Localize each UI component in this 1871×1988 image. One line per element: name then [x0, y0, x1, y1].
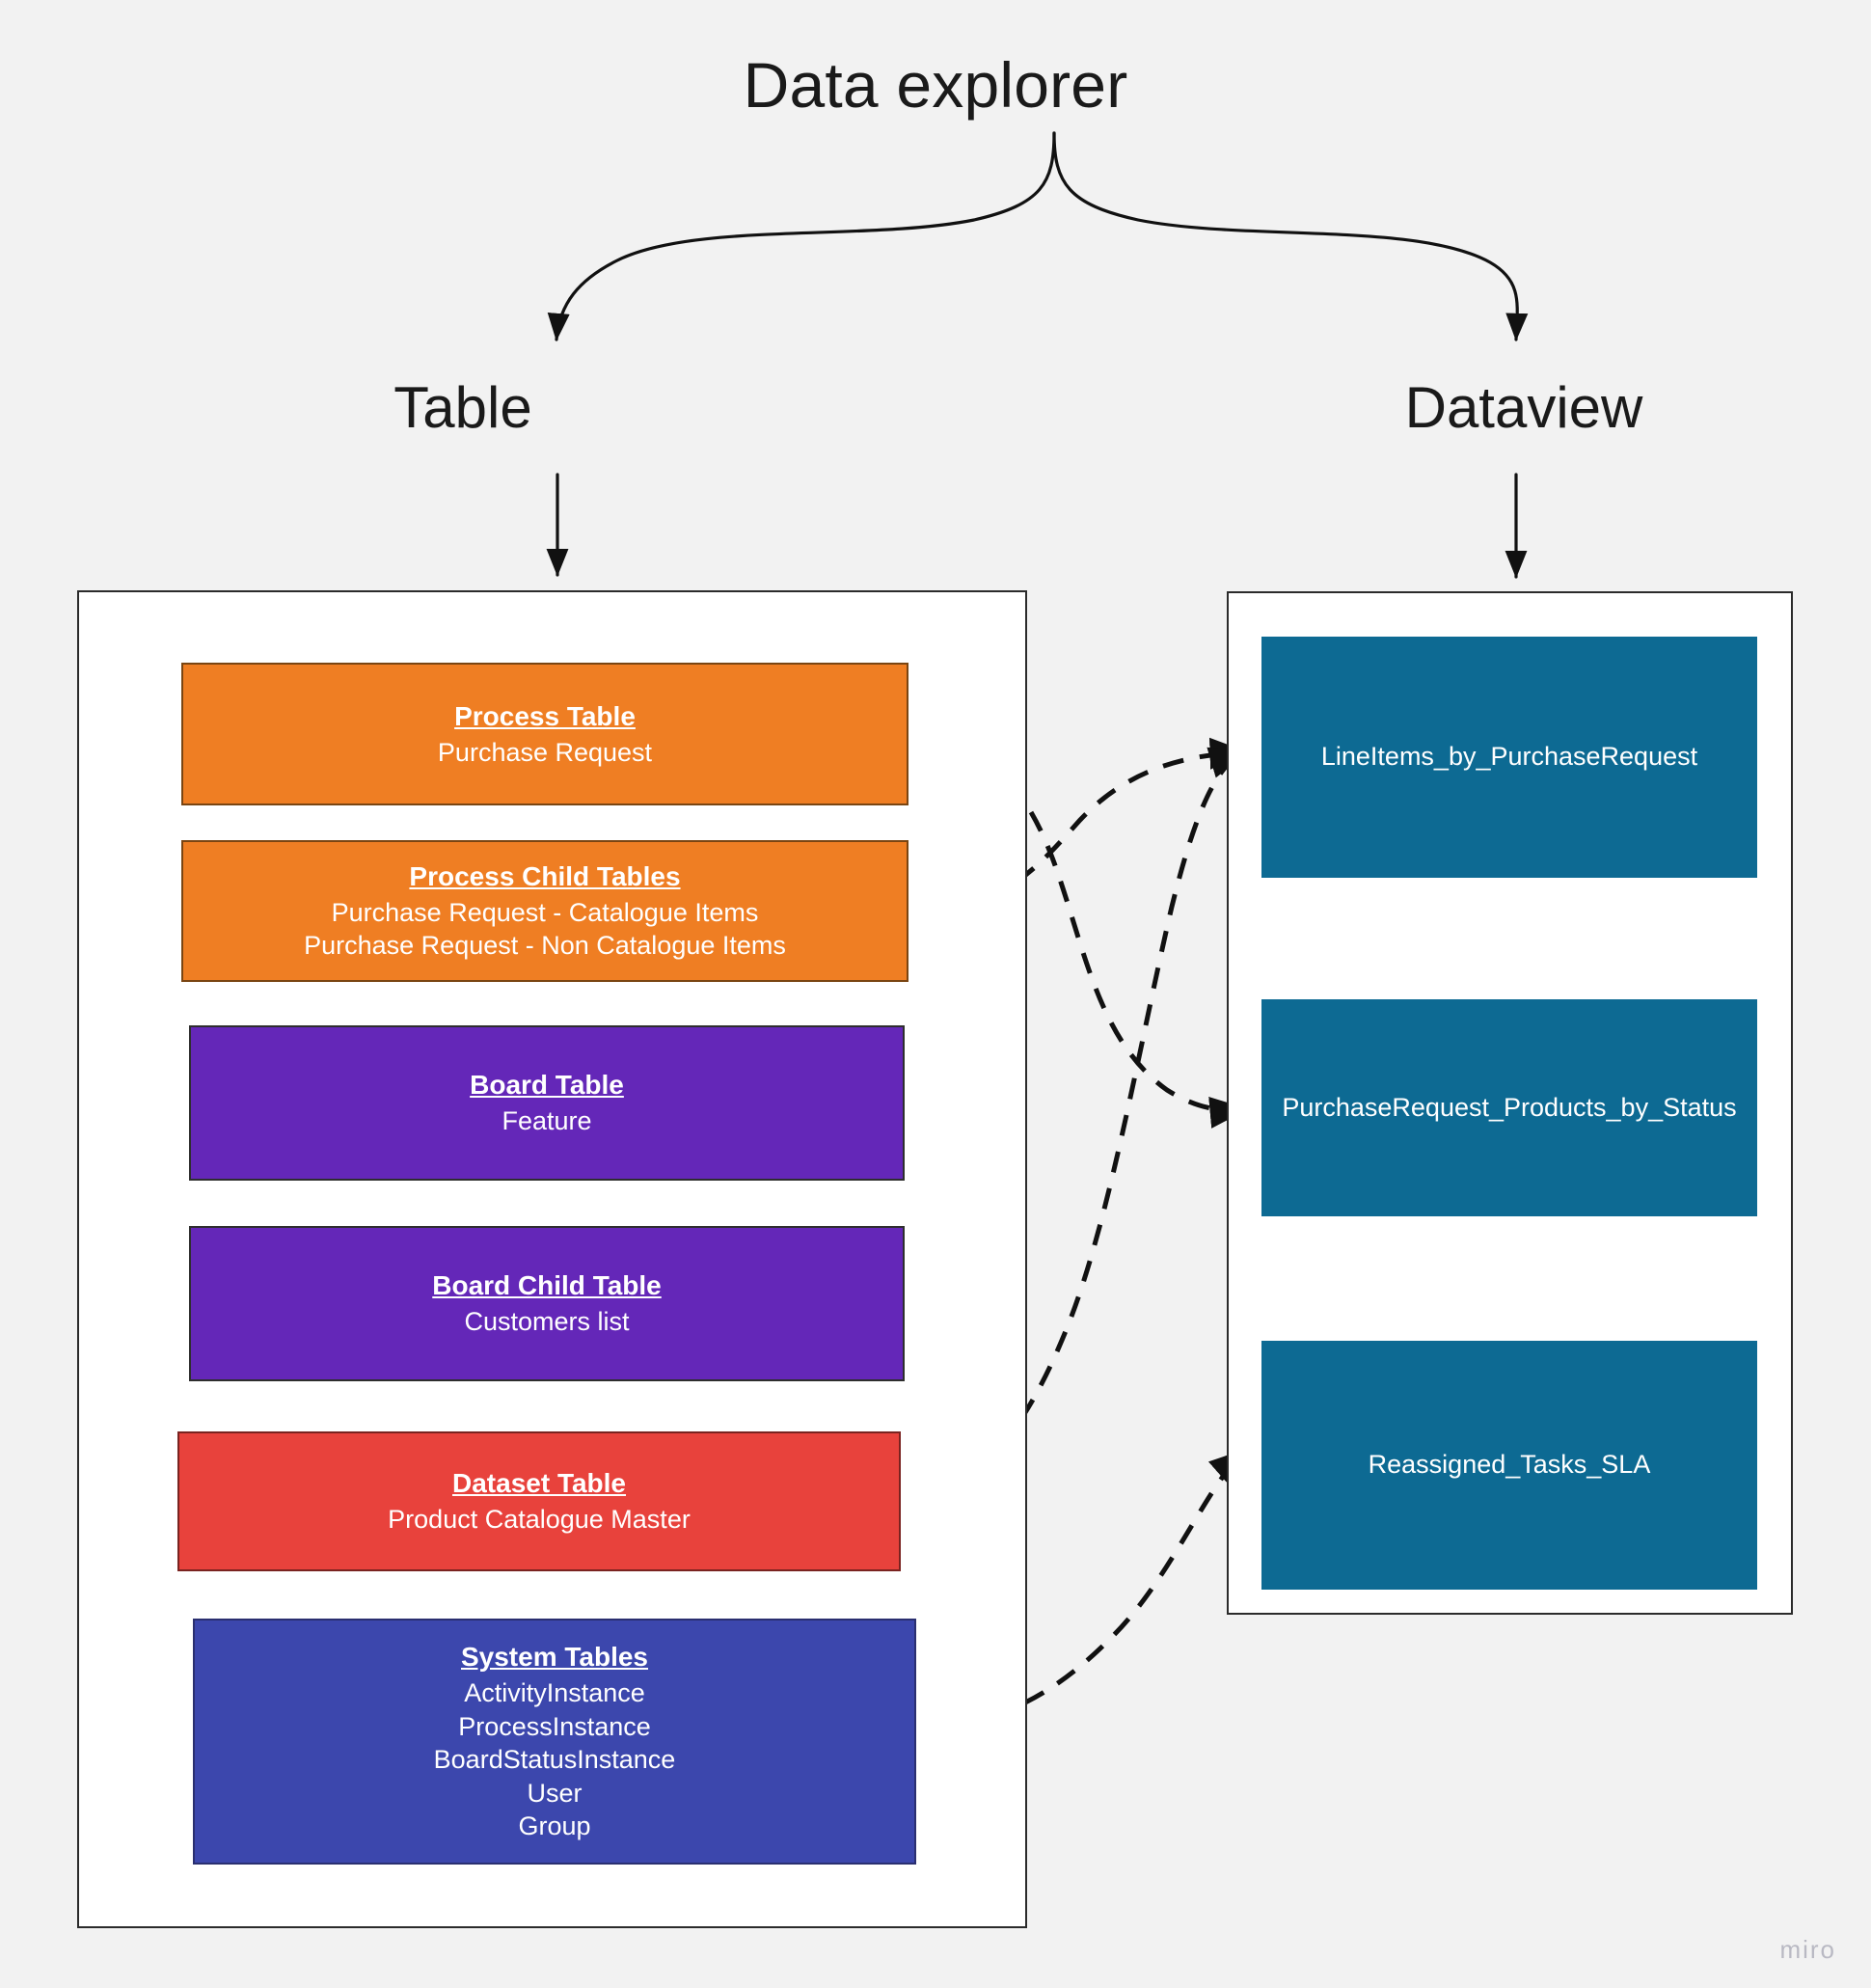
- card-line: ProcessInstance: [458, 1711, 651, 1741]
- card-title: System Tables: [460, 1642, 649, 1673]
- card-title: Dataset Table: [452, 1468, 626, 1499]
- edge-explorer-split-right: [1052, 131, 1529, 341]
- card-process-table[interactable]: Process Table Purchase Request: [181, 663, 908, 805]
- card-title: Board Child Table: [432, 1270, 662, 1301]
- card-line: User: [527, 1778, 583, 1808]
- dataview-card-label: LineItems_by_PurchaseRequest: [1320, 742, 1698, 772]
- card-line: Customers list: [464, 1307, 630, 1337]
- dataview-card-label: Reassigned_Tasks_SLA: [1368, 1450, 1651, 1480]
- card-title: Board Table: [470, 1070, 624, 1101]
- card-line: Purchase Request - Non Catalogue Items: [304, 931, 786, 961]
- card-title: Process Child Tables: [409, 861, 681, 892]
- card-dataset-table[interactable]: Dataset Table Product Catalogue Master: [177, 1431, 901, 1571]
- card-line: Purchase Request - Catalogue Items: [331, 897, 759, 927]
- miro-watermark: miro: [1779, 1935, 1836, 1964]
- card-line: Purchase Request: [437, 737, 653, 767]
- dataview-card-reassigned[interactable]: Reassigned_Tasks_SLA: [1261, 1341, 1757, 1590]
- edge-explorer-split-left: [547, 131, 1056, 341]
- card-system-tables[interactable]: System Tables ActivityInstance ProcessIn…: [193, 1619, 916, 1865]
- dataview-card-products[interactable]: PurchaseRequest_Products_by_Status: [1261, 999, 1757, 1216]
- card-board-table[interactable]: Board Table Feature: [189, 1025, 905, 1181]
- card-line: Group: [518, 1811, 591, 1841]
- dataview-card-lineitems[interactable]: LineItems_by_PurchaseRequest: [1261, 637, 1757, 878]
- dataview-card-label: PurchaseRequest_Products_by_Status: [1282, 1092, 1737, 1122]
- card-line: ActivityInstance: [464, 1678, 645, 1708]
- card-line: Product Catalogue Master: [388, 1505, 691, 1535]
- page-title: Data explorer: [743, 49, 1128, 121]
- card-board-child-table[interactable]: Board Child Table Customers list: [189, 1226, 905, 1381]
- card-line: BoardStatusInstance: [433, 1745, 676, 1775]
- section-label-dataview: Dataview: [1404, 375, 1643, 440]
- section-label-table: Table: [393, 375, 532, 440]
- card-process-child-tables[interactable]: Process Child Tables Purchase Request - …: [181, 840, 908, 982]
- card-line: Feature: [502, 1106, 592, 1136]
- card-title: Process Table: [454, 700, 636, 731]
